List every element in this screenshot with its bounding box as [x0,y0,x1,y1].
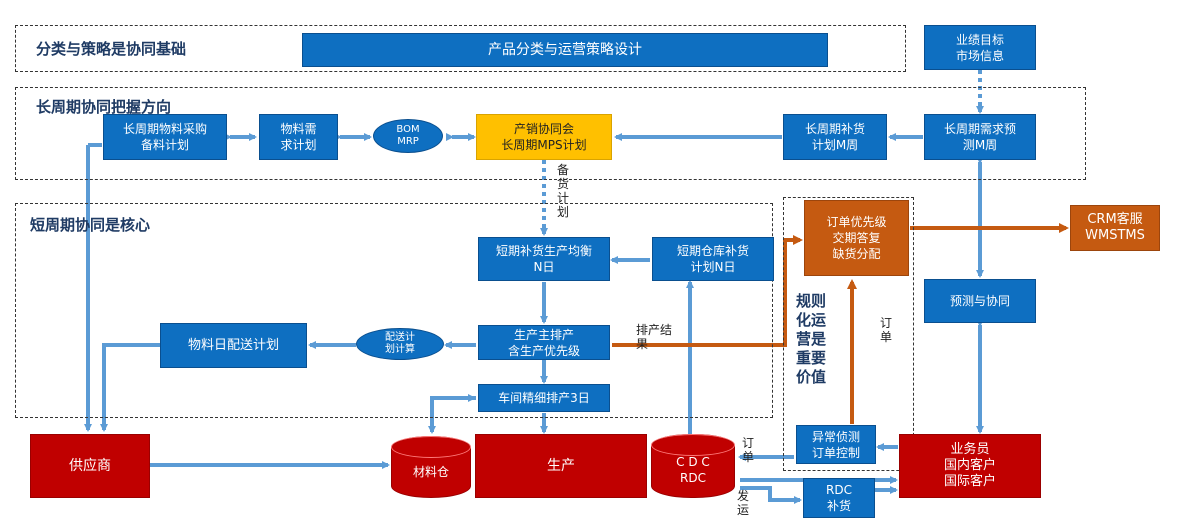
box-crm: CRM客服 WMSTMS [1070,205,1160,251]
region-long-term [15,87,1086,180]
box-rdc-replenish: RDC 补货 [803,478,875,518]
arrow-warehouse-to-workshop [430,394,476,430]
box-long-replenish-plan: 长周期补货 计划M周 [783,114,887,160]
box-workshop-schedule: 车间精细排产3日 [478,384,610,412]
label-ship: 发 运 [737,489,750,517]
region-short-term [15,203,773,418]
region-long-term-label: 长周期协同把握方向 [36,98,172,116]
arrow-master-to-order [612,235,803,347]
cylinder-material-warehouse: 材料仓 [391,436,471,498]
box-short-replenish-balance: 短期补货生产均衡 N日 [478,237,610,281]
label-stock-plan: 备 货 计 划 [557,163,570,219]
region-strategy [15,25,906,72]
box-perf-target: 业绩目标 市场信息 [924,25,1036,70]
label-value-statement: 规则 化运 营是 重要 价值 [796,292,827,386]
label-order-1: 订 单 [880,316,893,344]
cylinder-cdc-rdc: C D C RDC [651,434,735,498]
box-supplier: 供应商 [30,434,150,498]
arrow-daily-to-supplier [100,343,160,432]
box-daily-delivery-plan: 物料日配送计划 [160,323,307,368]
region-strategy-label: 分类与策略是协同基础 [36,40,187,58]
box-master-schedule: 生产主排产 含生产优先级 [478,325,610,360]
box-long-demand-forecast: 长周期需求预 测M周 [924,114,1036,160]
label-order-2: 订 单 [742,436,755,464]
box-production: 生产 [475,434,647,498]
box-long-material-purchase: 长周期物料采购 备料计划 [103,114,227,160]
box-product-strategy: 产品分类与运营策略设计 [302,33,828,67]
arrow-cdc-to-rdc [740,486,802,504]
box-forecast-collab: 预测与协同 [924,279,1036,323]
box-material-req-plan: 物料需 求计划 [259,114,338,160]
box-order-priority: 订单优先级 交期答复 缺货分配 [804,200,909,276]
ellipse-bom-mrp: BOM MRP [373,119,443,153]
box-exception-detect: 异常侦测 订单控制 [796,425,876,464]
label-schedule-result: 排产结 果 [636,323,673,351]
ellipse-delivery-calc: 配送计 划计算 [356,328,444,360]
region-short-term-label: 短周期协同是核心 [30,216,151,234]
box-sop-mps: 产销协同会 长周期MPS计划 [476,114,612,160]
box-sales: 业务员 国内客户 国际客户 [899,434,1041,498]
region-value [783,197,914,471]
box-short-warehouse-replenish: 短期仓库补货 计划N日 [652,237,774,281]
